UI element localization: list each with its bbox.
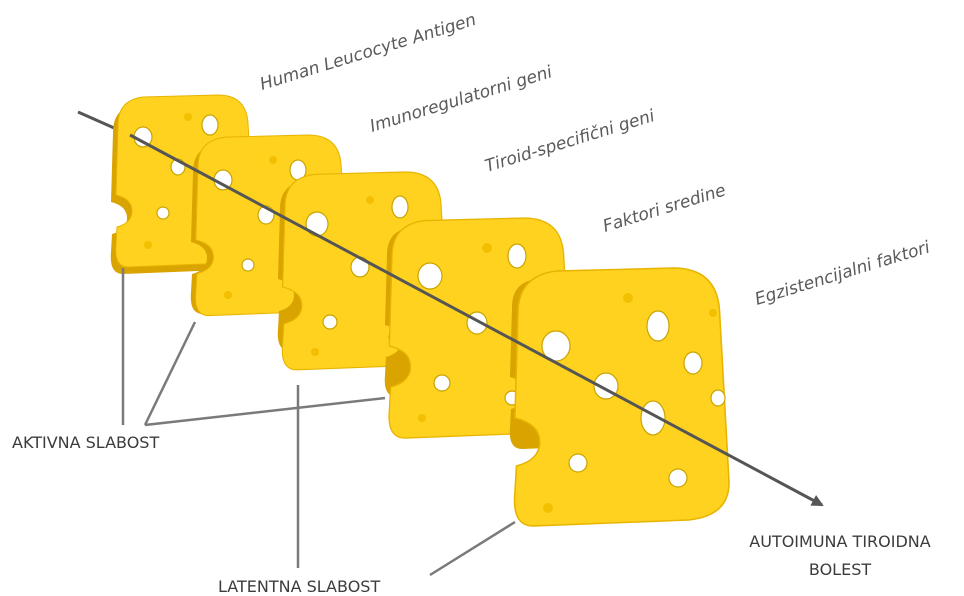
caption-outcome-line1: AUTOIMUNA TIROIDNA — [749, 532, 930, 551]
label-slice-3: Tiroid-specifični geni — [483, 106, 658, 177]
leader-latent-2 — [430, 522, 515, 575]
caption-latent-weakness: LATENTNA SLABOST — [218, 577, 380, 596]
caption-outcome-line2: BOLEST — [809, 560, 871, 579]
leader-active-2 — [145, 322, 195, 425]
label-slice-1: Human Leucocyte Antigen — [258, 10, 479, 95]
label-slice-4: Faktori sredine — [601, 180, 729, 236]
label-slice-2: Imunoregulatorni geni — [368, 62, 555, 137]
leader-active-3 — [145, 398, 385, 425]
label-slice-5: Egzistencijalni faktori — [753, 237, 933, 309]
caption-active-weakness: AKTIVNA SLABOST — [12, 433, 159, 452]
